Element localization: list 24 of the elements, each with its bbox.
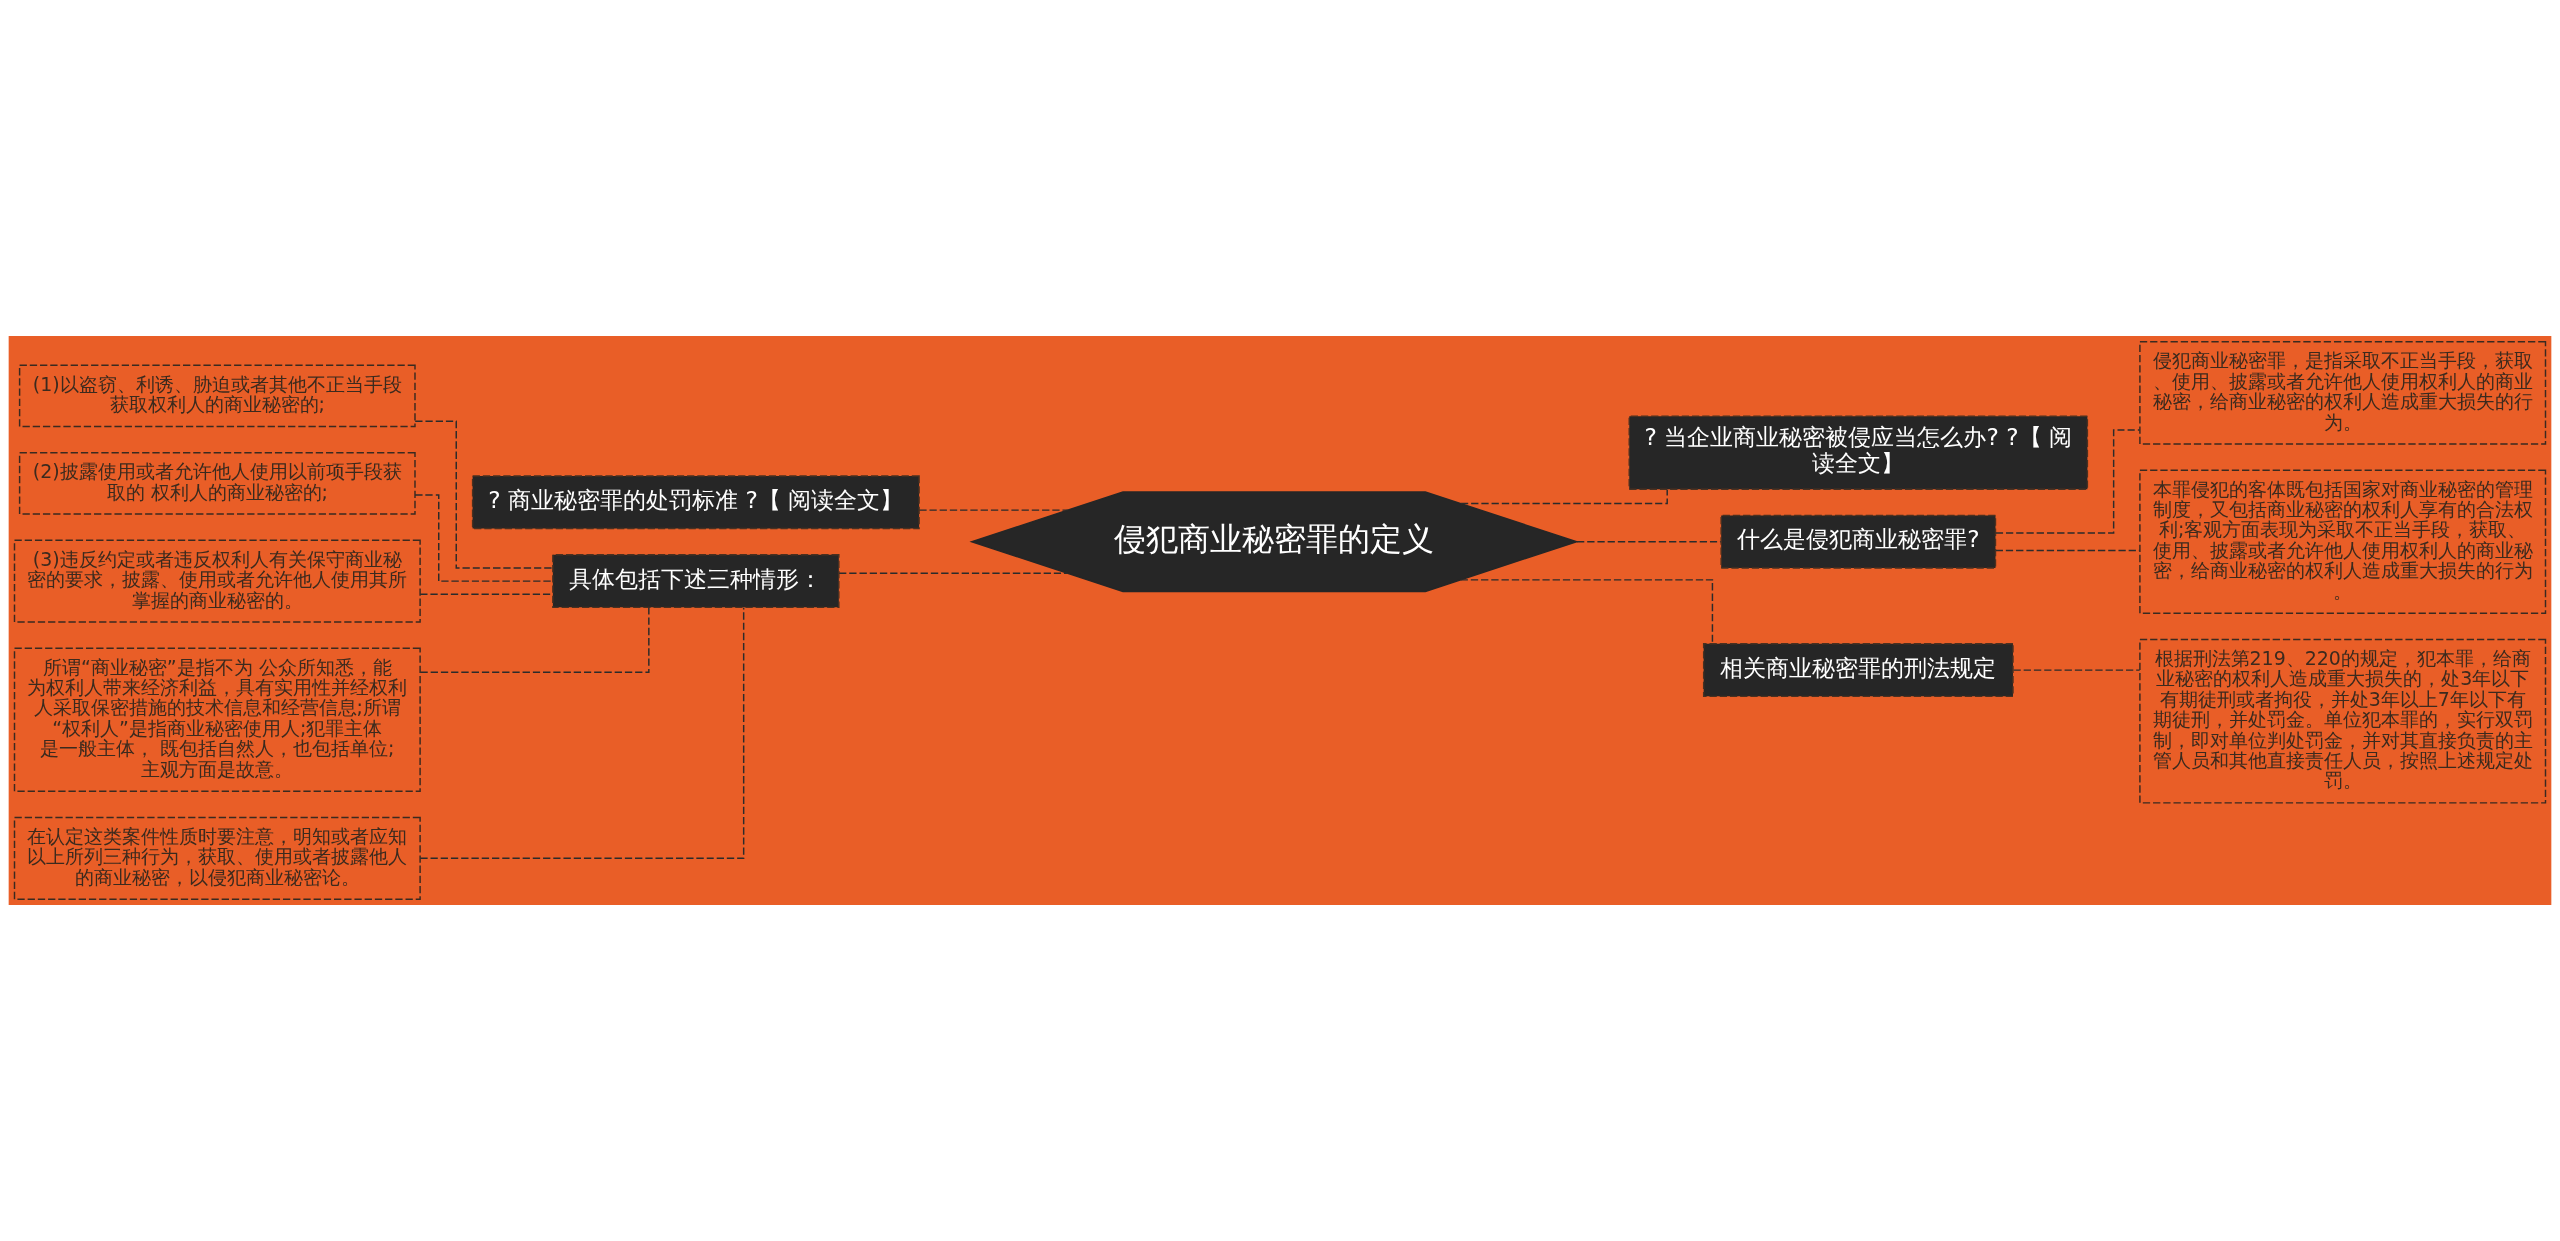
node-box: 什么是侵犯商业秘密罪?: [1720, 514, 1997, 569]
connector: [1460, 488, 1668, 505]
node-box: 侵犯商业秘密罪，是指采取不正当手段，获取、使用、披露或者允许他人使用权利人的商业秘密，给商业秘密的权利人造成重大损失的行为。: [2139, 341, 2547, 445]
connector: [918, 509, 1069, 511]
connector: [1995, 549, 2141, 552]
connector: [838, 572, 1069, 575]
node-box: (1)以盗窃、利诱、胁迫或者其他不正当手段获取权利人的商业秘密的;: [18, 364, 416, 428]
connector: [414, 494, 554, 582]
node-box: (3)违反约定或者违反权利人有关保守商业秘密的要求，披露、使用或者允许他人使用其所掌握的商业秘密的。: [13, 539, 421, 623]
connector: [1576, 541, 1722, 543]
node-box: 具体包括下述三种情形：: [552, 554, 840, 609]
node-box: 在认定这类案件性质时要注意，明知或者应知以上所列三种行为，获取、使用或者披露他人的商业秘密，以侵犯商业秘密论。: [13, 816, 421, 900]
node-box: 根据刑法第219、220的规定，犯本罪，给商业秘密的权利人造成重大损失的，处3年以下有期徒刑或者拘役，并处3年以上7年以下有期徒刑，并处罚金。单位犯本罪的，实行双罚制，即对单位判处罚金，并对其直接负责的主管人员和其他直接责任人员，按照上述规定处罚。: [2139, 638, 2547, 804]
node-box: ? 商业秘密罪的处罚标准 ?【 阅读全文】: [471, 475, 920, 530]
connector: [2012, 669, 2141, 671]
connector: [1459, 579, 1714, 645]
connector: [414, 420, 554, 569]
node-box: 所谓“商业秘密”是指不为 公众所知悉，能为权利人带来经济利益，具有实用性并经权利人采取保密措施的技术信息和经营信息;所谓 “权利人”是指商业秘密使用人;犯罪主体是一般主体， 既包括自然人，也包括单位;主观方面是故意。: [13, 647, 421, 792]
node-box: (2)披露使用或者允许他人使用以前项手段获取的 权利人的商业秘密的;: [18, 452, 416, 515]
connector: [419, 606, 650, 673]
node-box: ? 当企业商业秘密被侵应当怎么办? ?【 阅读全文】: [1628, 415, 2089, 490]
node-box: 相关商业秘密罪的刑法规定: [1702, 643, 2014, 698]
connector: [419, 606, 745, 860]
node-box: 本罪侵犯的客体既包括国家对商业秘密的管理制度，又包括商业秘密的权利人享有的合法权利;客观方面表现为采取不正当手段，获取、使用、披露或者允许他人使用权利人的商业秘密，给商业秘密的权利人造成重大损失的行为。: [2139, 469, 2547, 614]
